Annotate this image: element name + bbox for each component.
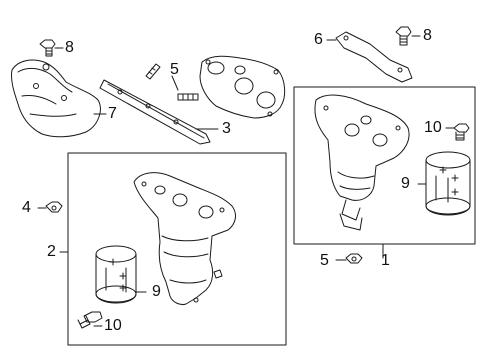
callout-5-right: 5 <box>320 252 329 269</box>
clamp-icon-right <box>425 151 471 216</box>
bolt-icon-bottom-left <box>77 311 103 329</box>
gasket-rail-icon <box>99 79 211 145</box>
callout-5-left: 4 <box>22 199 31 216</box>
callout-1: 1 <box>381 252 390 269</box>
bolt-icon-right <box>453 123 470 141</box>
stud-icon <box>145 63 199 101</box>
clamp-icon-left <box>95 245 137 304</box>
catalytic-converter-right-icon <box>314 94 410 231</box>
callout-8-top-right: 8 <box>423 27 432 44</box>
callout-9-right: 9 <box>401 175 410 192</box>
callout-2: 2 <box>47 243 56 260</box>
nut-icon-left <box>45 201 63 213</box>
group-box-right <box>293 86 476 245</box>
nut-icon-right <box>345 253 363 264</box>
callout-10-right: 10 <box>424 119 442 136</box>
bolt-icon-top-left <box>39 39 56 57</box>
callout-10-bottom-left: 10 <box>104 317 122 334</box>
leader-line-4 <box>171 75 179 91</box>
heat-shield-left-icon <box>11 59 101 138</box>
bolt-icon-top-right <box>395 26 412 46</box>
callout-7: 7 <box>108 105 117 122</box>
callout-3: 3 <box>222 120 231 137</box>
callout-9-left: 9 <box>152 283 161 300</box>
bracket-icon <box>335 31 413 83</box>
callout-4: 5 <box>170 61 179 78</box>
group-box-left <box>67 152 287 346</box>
callout-8-top-left: 8 <box>65 39 74 56</box>
exhaust-gasket-icon <box>199 55 286 119</box>
catalytic-converter-left-icon <box>133 172 236 305</box>
callout-6: 6 <box>314 31 323 48</box>
